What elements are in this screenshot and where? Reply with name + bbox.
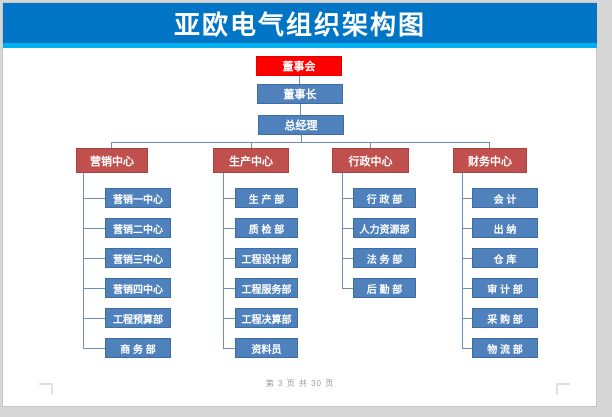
- connector-line: [489, 142, 490, 148]
- title-banner: 亚欧电气组织架构图: [3, 3, 597, 43]
- org-node-dept: 营销四中心: [105, 278, 171, 298]
- org-node-dept: 行 政 部: [353, 188, 416, 208]
- org-node-dept: 采 购 部: [472, 308, 538, 328]
- org-node-general-manager: 总经理: [258, 115, 344, 135]
- connector-line: [370, 142, 371, 148]
- connector-stub: [223, 318, 235, 319]
- connector-stub: [83, 258, 105, 259]
- connector-line: [299, 76, 300, 84]
- org-node-dept: 质 检 部: [235, 218, 298, 238]
- connector-stub: [462, 228, 472, 229]
- connector-line: [301, 135, 302, 143]
- org-node-dept: 工程服务部: [235, 278, 298, 298]
- org-node-dept: 人力资源部: [353, 218, 416, 238]
- connector-stub: [462, 288, 472, 289]
- connector-line: [251, 142, 252, 148]
- connector-stub: [342, 258, 353, 259]
- connector-stub: [342, 198, 353, 199]
- connector-rail: [111, 142, 490, 143]
- org-node-dept: 生 产 部: [235, 188, 298, 208]
- connector-stub: [223, 348, 235, 349]
- org-node-dept: 工程决算部: [235, 308, 298, 328]
- connector-stub: [223, 258, 235, 259]
- org-node-dept: 资料员: [235, 338, 298, 358]
- org-node-center-finance: 财务中心: [453, 148, 527, 173]
- org-node-dept: 后 勤 部: [353, 278, 416, 298]
- connector-stub: [462, 318, 472, 319]
- org-node-dept: 仓 库: [472, 248, 538, 268]
- org-node-dept: 工程设计部: [235, 248, 298, 268]
- org-node-dept: 工程预算部: [105, 308, 171, 328]
- connector-stub: [462, 198, 472, 199]
- org-node-center-marketing: 营销中心: [76, 148, 148, 173]
- connector-spine: [342, 173, 343, 289]
- org-node-center-production: 生产中心: [213, 148, 289, 173]
- connector-line: [111, 142, 112, 148]
- connector-stub: [83, 228, 105, 229]
- org-node-dept: 审 计 部: [472, 278, 538, 298]
- connector-spine: [462, 173, 463, 349]
- placeholder-corner-mark: [556, 383, 570, 395]
- page-title: 亚欧电气组织架构图: [173, 9, 426, 40]
- banner-accent-strip: [3, 43, 597, 48]
- org-node-dept: 物 流 部: [472, 338, 538, 358]
- connector-stub: [462, 348, 472, 349]
- connector-stub: [342, 288, 353, 289]
- connector-stub: [83, 288, 105, 289]
- org-node-chairman: 董事长: [257, 84, 343, 104]
- page-number: 第 3 页 共 30 页: [265, 379, 335, 388]
- connector-line: [300, 104, 301, 115]
- org-node-center-admin: 行政中心: [332, 148, 409, 173]
- org-node-board: 董事会: [256, 56, 342, 76]
- connector-stub: [462, 258, 472, 259]
- connector-stub: [223, 228, 235, 229]
- placeholder-corner-mark: [39, 383, 53, 394]
- org-node-dept: 法 务 部: [353, 248, 416, 268]
- connector-stub: [83, 198, 105, 199]
- connector-stub: [83, 318, 105, 319]
- org-node-dept: 营销一中心: [105, 188, 171, 208]
- connector-stub: [342, 228, 353, 229]
- org-node-dept: 商 务 部: [105, 338, 171, 358]
- connector-spine: [223, 173, 224, 349]
- org-node-dept: 出 纳: [472, 218, 538, 238]
- connector-stub: [223, 198, 235, 199]
- org-node-dept: 营销二中心: [105, 218, 171, 238]
- org-node-dept: 营销三中心: [105, 248, 171, 268]
- connector-spine: [83, 173, 84, 349]
- org-node-dept: 会 计: [472, 188, 538, 208]
- connector-stub: [83, 348, 105, 349]
- connector-stub: [223, 288, 235, 289]
